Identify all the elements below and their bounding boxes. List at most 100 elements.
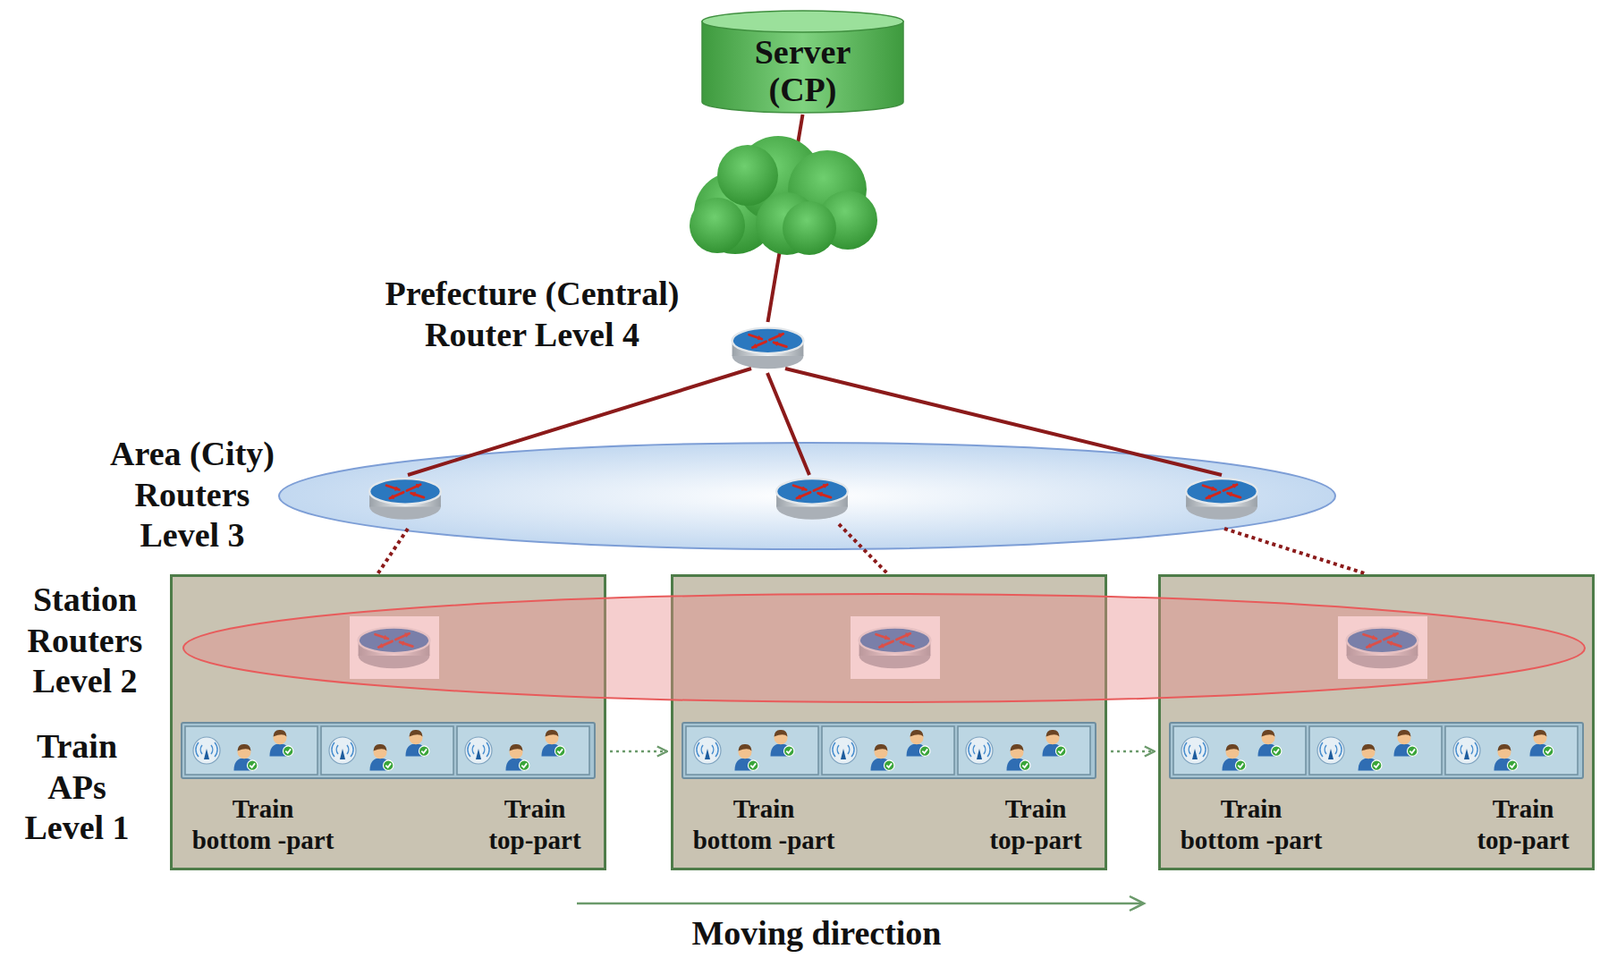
drawing-part (829, 736, 857, 764)
drawing-part (785, 368, 1222, 475)
drawing-part (506, 744, 530, 771)
drawing-part (1542, 745, 1554, 757)
drawing-part (976, 748, 983, 760)
drawing-part (1181, 736, 1209, 764)
drawing-part (886, 762, 892, 768)
drawing-part (373, 744, 388, 752)
drawing-part (717, 144, 779, 206)
drawing-part (1394, 729, 1418, 756)
drawing-part (509, 744, 524, 752)
drawing-part (965, 736, 993, 764)
level-label: Station Routers Level 2 (26, 579, 144, 703)
level-label: Train APs Level 1 (23, 726, 131, 849)
drawing-part (1222, 744, 1246, 771)
drawing-part (285, 748, 291, 754)
drawing-part (475, 748, 482, 760)
drawing-part (859, 627, 932, 669)
drawing-part (1358, 744, 1382, 771)
drawing-part (1235, 760, 1246, 771)
station-router-band: Station Routers Level 2 (181, 592, 1587, 704)
drawing-part (465, 736, 492, 764)
drawing-part (1258, 729, 1282, 756)
drawing-part (518, 760, 530, 771)
drawing-part (1397, 729, 1412, 737)
drawing-part (234, 744, 258, 771)
drawing-part (685, 726, 819, 775)
drawing-part (1261, 729, 1276, 737)
drawing-part (382, 760, 394, 771)
drawing-part (1007, 744, 1031, 771)
drawing-part (521, 762, 527, 768)
drawing-part (735, 744, 759, 771)
drawing-part (1506, 760, 1518, 771)
drawing-part (728, 321, 807, 373)
drawing-part (747, 760, 759, 771)
drawing-part (409, 729, 424, 737)
drawing-part (1445, 726, 1578, 775)
drawing-part (1181, 736, 1209, 764)
drawing-part (922, 748, 928, 754)
server-label: Server (CP) (753, 33, 852, 110)
drawing-part (1273, 748, 1279, 754)
drawing-part (181, 722, 595, 779)
drawing-part (906, 729, 931, 756)
drawing-part (1185, 478, 1258, 520)
drawing-part (1042, 729, 1067, 756)
drawing-part (237, 744, 252, 752)
drawing-part (1173, 726, 1306, 775)
drawing-part (545, 729, 559, 737)
drawing-part (1530, 729, 1554, 756)
drawing-part (767, 372, 810, 475)
drawing-part (750, 762, 756, 768)
drawing-part (786, 748, 792, 754)
drawing-part (770, 729, 795, 756)
train-part-label: Train top-part (487, 793, 583, 856)
train-part-label: Train top-part (988, 793, 1084, 856)
drawing-part (1406, 745, 1418, 757)
drawing-part (1346, 627, 1419, 669)
drawing-part (183, 593, 1585, 703)
drawing-part (838, 524, 889, 575)
drawing-part (1019, 760, 1031, 771)
drawing-part (871, 744, 895, 771)
drawing-part (557, 748, 563, 754)
drawing-part (1533, 729, 1548, 737)
drawing-part (829, 736, 857, 764)
drawing-part (321, 726, 454, 775)
drawing-part (185, 726, 318, 775)
drawing-part (407, 368, 752, 475)
level-label: Area (City) Routers Level 3 (109, 433, 276, 557)
drawing-part (1498, 744, 1512, 752)
drawing-part (681, 721, 1097, 779)
drawing-part (832, 742, 855, 757)
drawing-part (1328, 748, 1334, 760)
drawing-part (1129, 896, 1144, 911)
drawing-part (1270, 745, 1282, 757)
drawing-part (249, 762, 255, 768)
drawing-part (1545, 748, 1551, 754)
drawing-part (457, 726, 590, 775)
drawing-part (541, 729, 566, 756)
drawing-part (1237, 762, 1244, 768)
drawing-part (910, 729, 924, 737)
drawing-part (1453, 736, 1481, 764)
drawing-part (329, 736, 356, 764)
drawing-part (329, 736, 356, 764)
drawing-part (270, 729, 294, 756)
drawing-part (339, 748, 346, 760)
level-label: Prefecture (Central) Router Level 4 (384, 273, 681, 356)
server-cylinder: Server (CP) (700, 8, 906, 115)
drawing-part (331, 742, 354, 757)
drawing-part (1509, 762, 1516, 768)
moving-direction-arrow (576, 896, 1144, 911)
drawing-part (358, 627, 431, 669)
drawing-part (1409, 748, 1415, 754)
drawing-part (407, 368, 1222, 475)
central-router: Prefecture (Central) Router Level 4 (728, 321, 807, 373)
drawing-part (732, 328, 805, 370)
drawing-part (874, 744, 889, 752)
drawing-part (465, 736, 492, 764)
drawing-part (694, 736, 721, 764)
drawing-part (203, 748, 210, 760)
